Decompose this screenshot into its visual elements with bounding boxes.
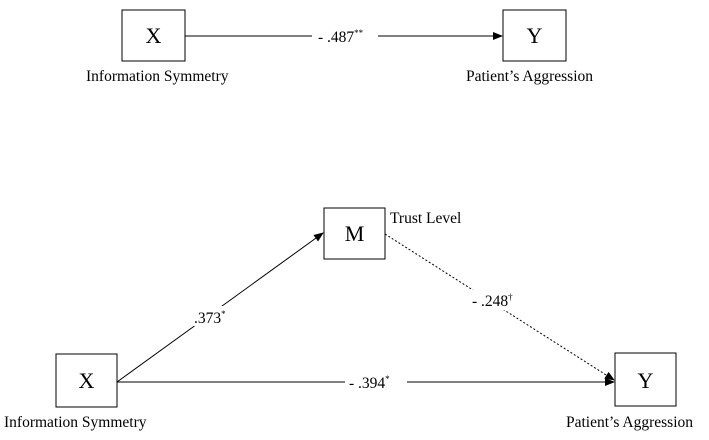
bottom-y-label: Patient’s Aggression (566, 414, 693, 431)
bottom-x-box (55, 353, 118, 408)
top-xy-coef: - .487** (318, 28, 364, 46)
top-model: X Information Symmetry Y Patient’s Aggre… (86, 9, 593, 85)
bottom-m-box (323, 207, 386, 260)
bottom-my-arrow (384, 233, 615, 381)
bottom-x-label: Information Symmetry (4, 414, 147, 431)
bottom-xm-coef: .373* (194, 309, 226, 327)
bottom-y-letter: Y (638, 368, 654, 393)
top-x-label: Information Symmetry (86, 68, 229, 85)
top-y-box (502, 9, 567, 62)
bottom-xm-label-bg (190, 306, 238, 326)
top-y-letter: Y (527, 23, 543, 48)
bottom-y-box (614, 352, 677, 407)
bottom-model: M Trust Level X Information Symmetry Y P… (4, 207, 693, 431)
bottom-xy-label-bg (345, 372, 407, 390)
top-y-label: Patient’s Aggression (466, 68, 593, 85)
bottom-my-label-bg (468, 290, 524, 310)
top-x-letter: X (146, 23, 162, 48)
bottom-m-label: Trust Level (390, 210, 461, 227)
bottom-xy-coef: - .394* (349, 374, 390, 392)
bottom-x-letter: X (79, 368, 95, 393)
top-xy-label-bg (312, 27, 378, 45)
top-x-box (121, 9, 186, 62)
bottom-my-coef: - .248† (472, 292, 513, 310)
bottom-m-letter: M (345, 221, 365, 246)
